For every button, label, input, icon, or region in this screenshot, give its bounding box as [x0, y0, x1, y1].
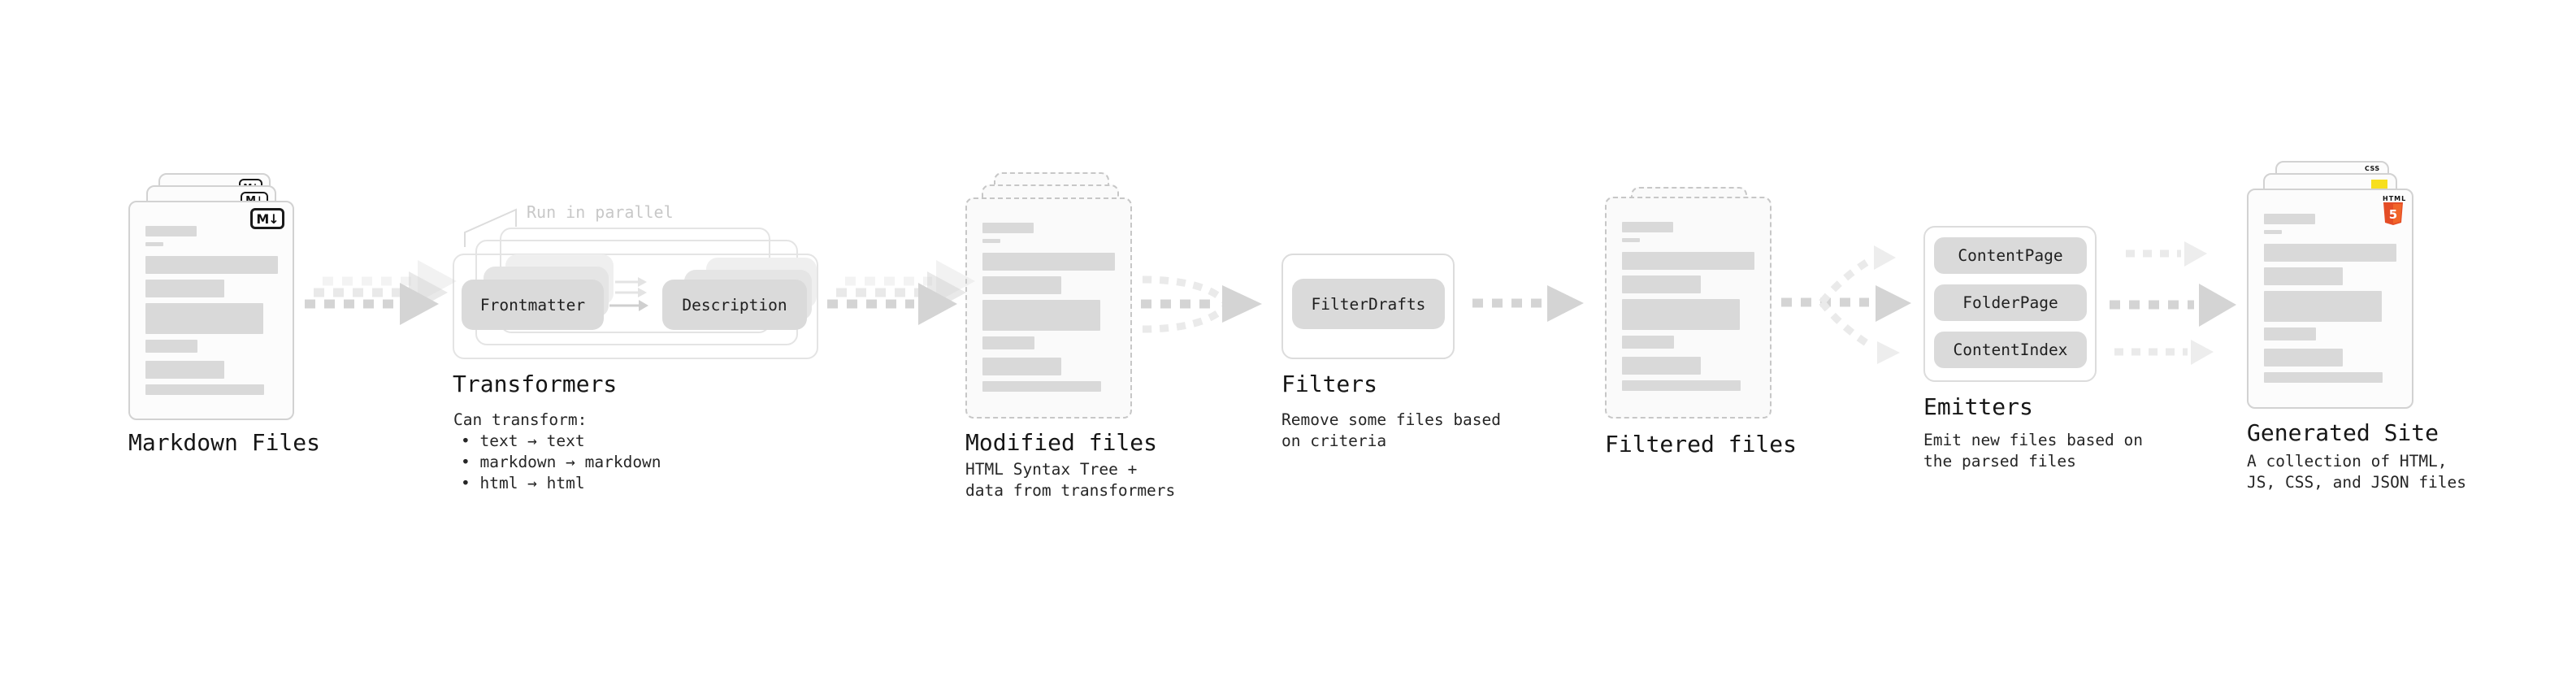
pill-folderpage: FolderPage — [1934, 284, 2087, 321]
doc-content-bar — [2264, 291, 2382, 322]
doc-content-bars — [1622, 222, 1754, 391]
stage-label-filters: Filters — [1281, 371, 1378, 397]
doc-content-bar — [145, 361, 224, 379]
caption-line: • markdown → markdown — [461, 453, 661, 471]
caption-line: • html → html — [461, 474, 585, 492]
stage-label-filtered-files: Filtered files — [1605, 431, 1798, 458]
stage-generated-site: CSS HTML 5 — [2247, 161, 2413, 409]
doc-content-bars — [982, 223, 1115, 392]
caption-line: Emit new files based on — [1923, 431, 2144, 449]
doc-content-bar — [1622, 336, 1674, 349]
doc-content-bar — [1622, 222, 1673, 232]
caption-line: • text → text — [461, 432, 585, 450]
doc-content-bar — [145, 226, 197, 236]
doc-content-bar — [145, 303, 263, 334]
pill-frontmatter: Frontmatter — [462, 280, 604, 330]
doc-content-bar — [1622, 299, 1740, 330]
markdown-icon-label: M↓ — [256, 210, 279, 227]
doc-content-bar — [982, 336, 1034, 349]
caption-line: on criteria — [1281, 432, 1387, 450]
stage-filtered-files — [1605, 187, 1772, 419]
pill-description: Description — [662, 280, 807, 330]
doc-content-bar — [1622, 275, 1701, 293]
doc-content-bar — [982, 223, 1034, 233]
caption-line: Remove some files based — [1281, 410, 1502, 429]
doc-content-bar — [982, 358, 1061, 375]
generated-html-card: HTML 5 — [2247, 189, 2413, 409]
doc-content-bars — [2264, 214, 2396, 383]
filters-caption: Remove some files based on criteria — [1281, 410, 1501, 452]
doc-content-bar — [982, 381, 1101, 392]
doc-content-bar — [1622, 252, 1754, 270]
generated-site-caption: A collection of HTML, JS, CSS, and JSON … — [2247, 451, 2466, 493]
doc-content-bar — [982, 239, 1000, 243]
doc-content-bar — [145, 384, 264, 395]
arrow-filtered-to-emitters-fanout — [1781, 245, 1911, 364]
doc-content-bar — [145, 256, 278, 274]
html5-icon-word: HTML — [2383, 195, 2407, 202]
modified-files-caption: HTML Syntax Tree + data from transformer… — [965, 459, 1175, 501]
stage-label-emitters: Emitters — [1923, 393, 2033, 420]
caption-line: the parsed files — [1923, 452, 2076, 471]
caption-line: Can transform: — [453, 410, 588, 429]
stage-label-generated-site: Generated Site — [2247, 419, 2439, 446]
html5-icon-number: 5 — [2389, 207, 2397, 222]
pill-contentpage: ContentPage — [1934, 237, 2087, 274]
doc-content-bar — [145, 340, 197, 353]
arrow-modified-to-filters-merge — [1141, 275, 1262, 333]
doc-content-bars — [145, 226, 278, 395]
arrow-filters-to-filtered — [1472, 285, 1584, 322]
pill-contentindex: ContentIndex — [1934, 332, 2087, 368]
arrows-emitters-to-generated — [2110, 241, 2236, 365]
doc-content-bar — [2264, 244, 2396, 262]
modified-file-card-front — [965, 197, 1132, 419]
html5-shield: 5 — [2383, 202, 2403, 225]
doc-content-bar — [982, 276, 1061, 294]
doc-content-bar — [2264, 349, 2343, 367]
doc-content-bar — [2264, 230, 2282, 234]
doc-content-bar — [1622, 238, 1640, 242]
doc-content-bar — [982, 300, 1100, 331]
arrow-markdown-to-transformers — [305, 260, 457, 325]
doc-content-bar — [1622, 357, 1701, 375]
stage-label-transformers: Transformers — [453, 371, 618, 397]
run-in-parallel-note: Run in parallel — [527, 202, 674, 222]
css-icon-label: CSS — [2365, 165, 2380, 172]
pill-filterdrafts: FilterDrafts — [1292, 279, 1445, 329]
doc-content-bar — [2264, 267, 2343, 285]
html5-icon: HTML 5 — [2383, 195, 2407, 228]
doc-content-bar — [1622, 380, 1741, 391]
stage-label-modified-files: Modified files — [965, 429, 1158, 456]
doc-content-bar — [145, 242, 163, 246]
doc-content-bar — [2264, 214, 2315, 224]
markdown-file-card-front: M↓ — [128, 201, 294, 420]
filtered-file-card-front — [1605, 197, 1772, 419]
doc-content-bar — [2264, 327, 2316, 340]
markdown-icon: M↓ — [250, 208, 284, 229]
doc-content-bar — [2264, 372, 2383, 383]
arrow-transformers-to-modified — [827, 260, 975, 325]
caption-line: A collection of HTML, — [2247, 452, 2448, 471]
stage-label-markdown-files: Markdown Files — [128, 429, 321, 456]
caption-line: data from transformers — [965, 481, 1176, 500]
transformer-container-front — [453, 254, 818, 359]
transformers-caption: Can transform: • text → text • markdown … — [453, 410, 661, 494]
caption-line: HTML Syntax Tree + — [965, 460, 1138, 479]
stage-markdown-files: M↓ M↓ M↓ — [128, 173, 294, 420]
caption-line: JS, CSS, and JSON files — [2247, 473, 2467, 492]
emitters-caption: Emit new files based on the parsed files — [1923, 430, 2143, 472]
doc-content-bar — [982, 253, 1115, 271]
doc-content-bar — [145, 280, 224, 297]
stage-modified-files — [965, 172, 1132, 419]
